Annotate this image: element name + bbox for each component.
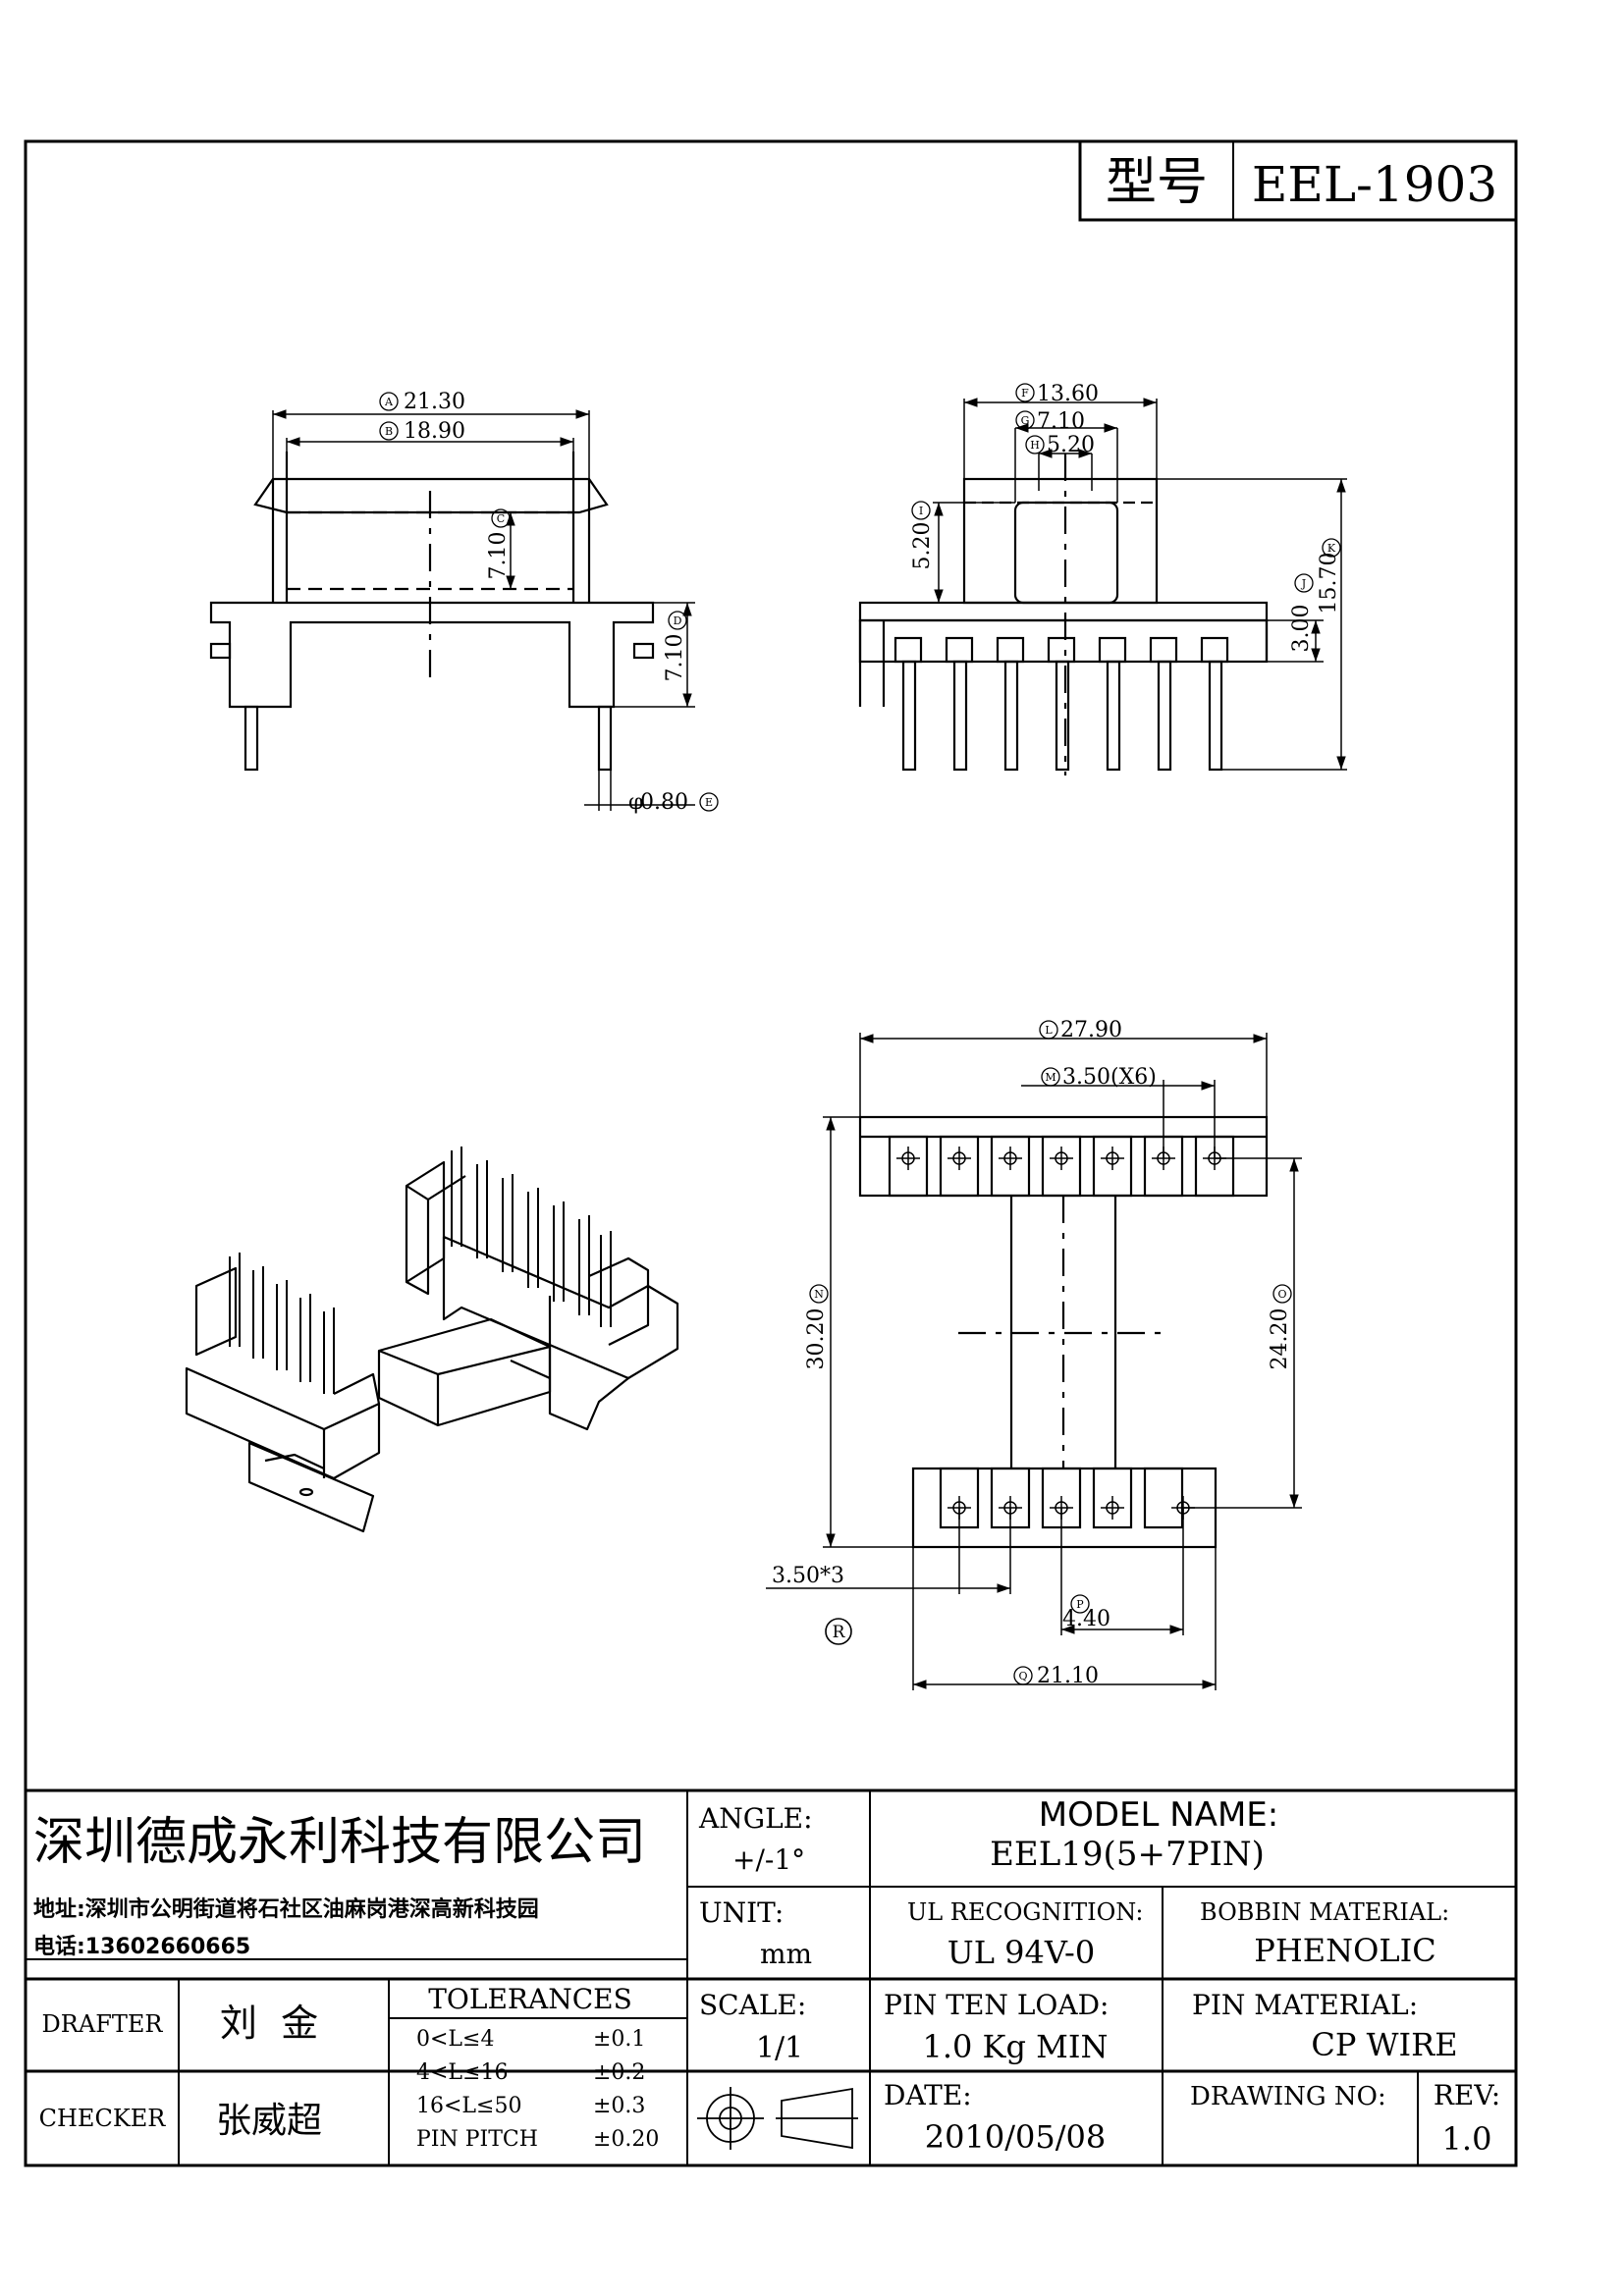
bobbin-label: BOBBIN MATERIAL: [1200, 1898, 1449, 1926]
dim-d: 7.10 [663, 634, 687, 682]
dim-letter-n: N [814, 1288, 824, 1301]
tol-range-4: PIN PITCH [416, 2127, 538, 2152]
tolerances-label: TOLERANCES [428, 1983, 632, 2015]
dim-m: 3.50(X6) [1062, 1065, 1157, 1090]
company-name: 深圳德成永利科技有限公司 [33, 1813, 646, 1872]
side-pins [893, 636, 1229, 772]
dim-n: 30.20 [804, 1308, 829, 1370]
dim-letter-l: L [1045, 1024, 1053, 1037]
dim-letter-k: K [1327, 542, 1336, 555]
rev-value: 1.0 [1442, 2120, 1492, 2158]
dim-c: 7.10 [486, 532, 511, 580]
dim-f: 13.60 [1037, 382, 1099, 406]
ul-label: UL RECOGNITION: [907, 1898, 1143, 1926]
model-name-value: EEL19(5+7PIN) [990, 1835, 1265, 1874]
rev-label: REV: [1434, 2079, 1500, 2111]
ul-value: UL 94V-0 [947, 1934, 1095, 1971]
pin-load-label: PIN TEN LOAD: [884, 1989, 1109, 2021]
angle-label: ANGLE: [698, 1802, 813, 1835]
model-label: 型号 [1106, 153, 1208, 212]
drafter-value: 刘 金 [220, 2002, 318, 2045]
dim-k: 15.70 [1317, 553, 1341, 614]
dim-j: 3.00 [1289, 605, 1314, 653]
dim-letter-p: P [1076, 1598, 1084, 1611]
dim-a: 21.30 [404, 390, 465, 414]
dim-letter-m: M [1045, 1071, 1056, 1084]
sheet-border [24, 139, 1518, 2167]
dim-letter-j: J [1301, 577, 1306, 590]
tol-value-3: ±0.3 [593, 2094, 645, 2118]
company-phone: 电话:13602660665 [33, 1935, 250, 1959]
tol-value-1: ±0.1 [593, 2027, 645, 2052]
dim-o: 24.20 [1268, 1308, 1292, 1370]
checker-label: CHECKER [39, 2105, 167, 2132]
bottom-view-labels: L 27.90 M 3.50(X6) 30.20 N 24.20 O 3.50*… [772, 1018, 1292, 1688]
date-label: DATE: [884, 2079, 972, 2111]
tol-range-3: 16<L≤50 [416, 2094, 521, 2118]
dim-letter-b: B [385, 425, 393, 438]
top-rail-holes [896, 1147, 1226, 1170]
drafter-label: DRAFTER [42, 2010, 164, 2038]
model-name-label: MODEL NAME: [1039, 1795, 1278, 1835]
checker-value: 张威超 [216, 2101, 322, 2141]
isometric-view [185, 1147, 679, 1533]
pin-material-label: PIN MATERIAL: [1192, 1989, 1418, 2021]
dim-g: 7.10 [1037, 409, 1085, 434]
dim-letter-d: D [674, 614, 682, 627]
dim-letter-g: G [1021, 414, 1030, 427]
dim-letter-c: C [497, 512, 505, 525]
dim-q: 21.10 [1037, 1664, 1099, 1688]
date-value: 2010/05/08 [925, 2118, 1106, 2156]
dim-letter-q: Q [1018, 1670, 1027, 1682]
projection-symbol-icon [697, 2087, 858, 2150]
dim-letter-o: O [1277, 1288, 1286, 1301]
dim-l: 27.90 [1060, 1018, 1122, 1042]
side-view-labels: F 13.60 G 7.10 H 5.20 I 5.20 3.00 J 15.7… [910, 382, 1341, 652]
scale-value: 1/1 [756, 2031, 803, 2065]
bottom-view [766, 1033, 1302, 1690]
bottom-rail-holes [947, 1496, 1195, 1520]
model-code: EEL-1903 [1252, 156, 1497, 213]
dim-e: 0.80 [640, 790, 688, 815]
title-block: 深圳德成永利科技有限公司 地址:深圳市公明街道将石社区油麻岗港深高新科技园 电话… [26, 1789, 1516, 2165]
dim-letter-f: F [1021, 387, 1029, 400]
unit-value: mm [760, 1938, 812, 1970]
dim-letter-e: E [705, 796, 713, 809]
tol-value-2: ±0.2 [593, 2060, 645, 2085]
company-address: 地址:深圳市公明街道将石社区油麻岗港深高新科技园 [33, 1896, 539, 1922]
dim-b: 18.90 [404, 419, 465, 444]
scale-label: SCALE: [699, 1989, 806, 2021]
tol-value-4: ±0.20 [593, 2127, 659, 2152]
dim-i: 5.20 [910, 522, 935, 570]
dim-h: 5.20 [1047, 433, 1095, 457]
pin-load-value: 1.0 Kg MIN [922, 2028, 1108, 2065]
tol-range-1: 0<L≤4 [416, 2027, 494, 2052]
unit-label: UNIT: [699, 1896, 784, 1929]
pin-material-value: CP WIRE [1311, 2026, 1457, 2063]
diameter-symbol: φ [628, 790, 643, 815]
drawing-no-label: DRAWING NO: [1190, 2082, 1386, 2111]
front-view [209, 409, 695, 811]
tol-range-2: 4<L≤16 [416, 2060, 508, 2085]
dim-r: 3.50*3 [772, 1564, 844, 1588]
dim-letter-i: I [919, 505, 923, 517]
model-header: 型号 EEL-1903 [1078, 139, 1518, 222]
side-view [858, 398, 1347, 775]
dim-letter-a: A [384, 396, 394, 408]
front-view-labels: A 21.30 B 18.90 7.10 C 7.10 D φ 0.80 E [379, 390, 719, 815]
dim-letter-h: H [1030, 439, 1040, 452]
dim-letter-r: R [833, 1623, 846, 1642]
angle-value: +/-1° [732, 1843, 805, 1876]
dim-p: 4.40 [1062, 1607, 1110, 1631]
bobbin-value: PHENOLIC [1254, 1932, 1435, 1969]
